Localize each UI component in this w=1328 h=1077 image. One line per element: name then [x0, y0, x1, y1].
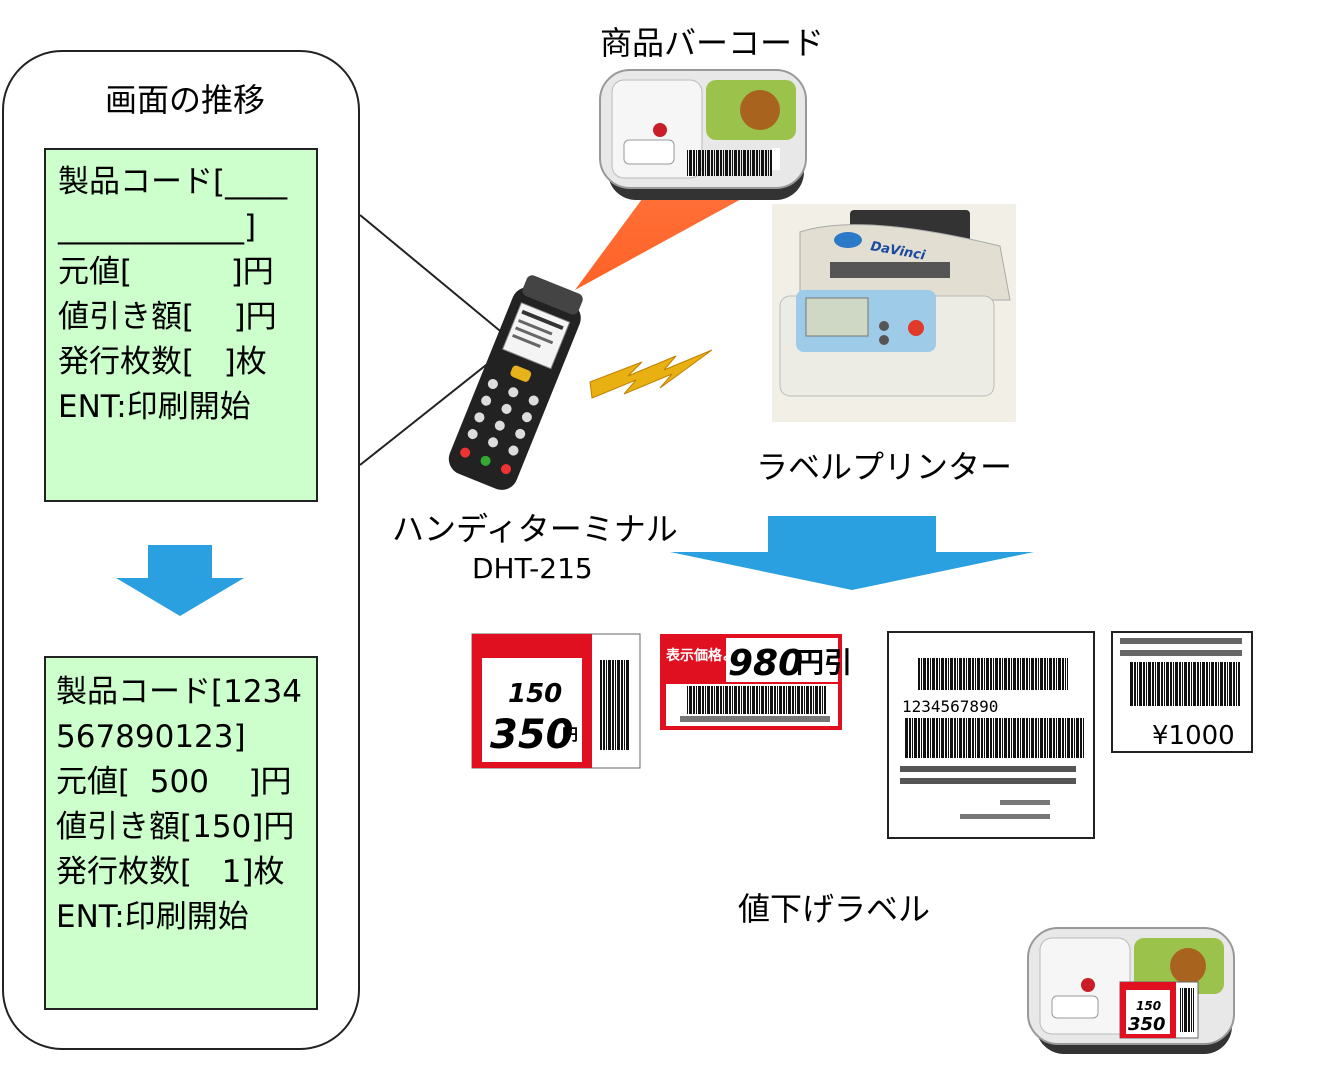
screen-line: 製品コード[____ — [58, 164, 288, 200]
terminal-screen-after: 製品コード[1234 567890123] 元値[ 500 ]円値引き額[150]円… — [44, 656, 318, 1010]
screen-line: ENT:印刷開始 — [56, 899, 249, 935]
price-tag-2: 表示価格より 980 円引 — [660, 634, 852, 730]
tag1-yen: 円 — [562, 725, 578, 744]
screen-line: ____________] — [58, 209, 257, 245]
screen-line: 値引き額[150]円 — [56, 809, 295, 845]
bento-box-labeled: 150 350 — [1027, 927, 1235, 1054]
screen-line: ENT:印刷開始 — [58, 389, 251, 425]
label-printer: DaVinci — [772, 204, 1016, 422]
handy-terminal — [448, 275, 583, 490]
tag2-amount: 980 — [728, 643, 803, 684]
handy-terminal-caption: ハンディターミナル — [392, 510, 678, 548]
screen-line: 値引き額[ ]円 — [58, 299, 277, 335]
handy-terminal-model: DHT-215 — [472, 552, 593, 585]
screen-line: 発行枚数[ 1]枚 — [56, 854, 285, 890]
terminal-screen-before: 製品コード[____ ____________] 元値[ ]円値引き額[ ]円発行枚… — [44, 148, 318, 502]
tag4-price: ¥1000 — [1152, 721, 1235, 751]
wireless-bolt-icon — [589, 349, 713, 399]
callout-line-top — [359, 214, 506, 336]
product-barcode-caption: 商品バーコード — [600, 24, 825, 62]
callout-line-bottom — [359, 349, 506, 466]
price-tag-1: 150 350 円 — [471, 633, 641, 769]
markdown-label-caption: 値下げラベル — [738, 890, 931, 928]
tag1-new-price: 350 — [490, 712, 574, 758]
output-arrow — [670, 516, 1034, 590]
mini-tag-old-price: 150 — [1136, 999, 1161, 1013]
screen-line: 発行枚数[ ]枚 — [58, 344, 267, 380]
bento-box-top — [599, 69, 807, 200]
label-printer-caption: ラベルプリンター — [756, 448, 1013, 486]
screen-transition-panel — [2, 50, 360, 1050]
tag1-old-price: 150 — [508, 679, 562, 709]
screen-line: 元値[ 500 ]円 — [56, 764, 292, 800]
price-tag-3: 1234567890 — [887, 631, 1095, 839]
transition-arrow — [116, 545, 244, 616]
screen-line: 元値[ ]円 — [58, 254, 274, 290]
tag2-unit: 円引 — [796, 646, 852, 679]
tag3-number: 1234567890 — [902, 697, 998, 716]
screen-line: 567890123] — [56, 719, 246, 755]
price-tag-4: ¥1000 — [1111, 631, 1253, 753]
mini-tag-new-price: 350 — [1128, 1014, 1166, 1035]
panel-title: 画面の推移 — [104, 81, 265, 119]
screen-line: 製品コード[1234 — [56, 674, 302, 710]
tag2-header: 表示価格より — [665, 647, 750, 664]
